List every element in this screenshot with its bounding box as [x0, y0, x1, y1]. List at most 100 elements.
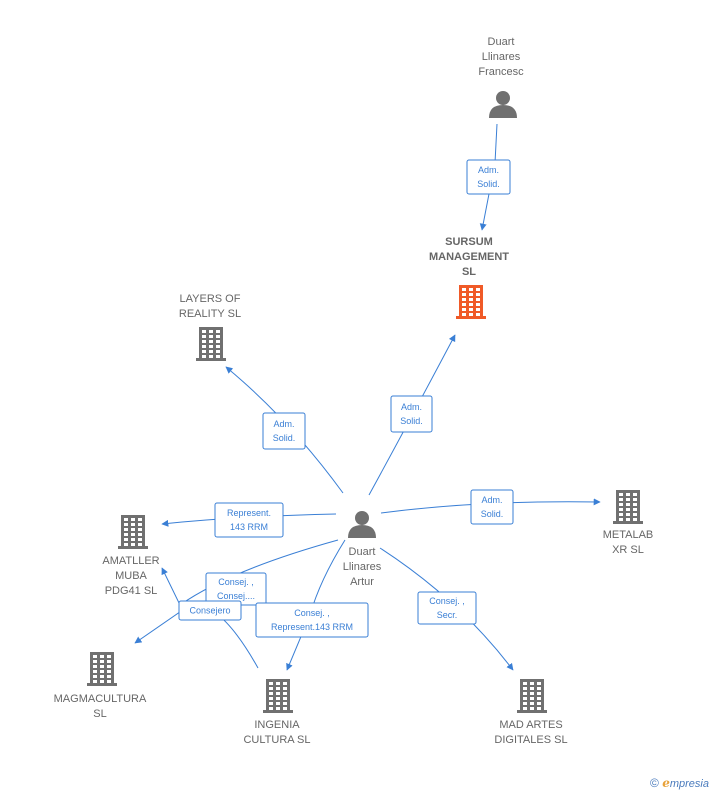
node-label: SL: [93, 708, 106, 720]
building-window: [93, 670, 97, 673]
building-window: [469, 293, 473, 296]
edge-label-text: Consejero: [189, 606, 230, 616]
building-window: [202, 345, 206, 348]
building-window: [276, 697, 280, 700]
building-window: [476, 288, 480, 291]
edge-label-box-e6[interactable]: Consej. ,Consej....: [205, 572, 267, 606]
edge-label-box-e4[interactable]: Adm.Solid.: [470, 489, 514, 525]
building-window: [131, 533, 135, 536]
edge-label-box-e5[interactable]: Represent.143 RRM: [214, 502, 284, 538]
building-window: [209, 340, 213, 343]
building-window: [131, 543, 135, 546]
building-window: [269, 687, 273, 690]
node-label: Llinares: [343, 561, 382, 573]
node-label: Duart: [349, 546, 376, 558]
building-window: [633, 508, 637, 511]
building-window: [462, 303, 466, 306]
building-window: [138, 538, 142, 541]
edge-label-frame: [390, 395, 433, 433]
node-label: DIGITALES SL: [494, 734, 567, 746]
edge-label-text: Solid.: [481, 509, 504, 519]
building-window: [93, 660, 97, 663]
edge-label-box-e1[interactable]: Adm. Solid.: [466, 159, 511, 195]
building-window: [209, 345, 213, 348]
edge-label-text: Solid.: [273, 433, 296, 443]
building-window: [93, 665, 97, 668]
person-body: [348, 525, 376, 538]
building-window: [523, 687, 527, 690]
brand-logo-initial: e: [662, 776, 670, 790]
building-window: [626, 508, 630, 511]
building-window: [283, 687, 287, 690]
building-window: [216, 340, 220, 343]
building-window: [100, 655, 104, 658]
building-window: [530, 682, 534, 685]
building-window: [276, 707, 280, 710]
edge-label-box-e8[interactable]: Consej. ,Represent.143 RRM: [255, 602, 369, 638]
building-window: [124, 533, 128, 536]
edge-label-text: Represent.: [227, 508, 271, 518]
edge-label-box-e2[interactable]: Adm. Solid.: [390, 395, 433, 433]
building-window: [131, 518, 135, 521]
building-window: [283, 702, 287, 705]
building-base: [263, 710, 293, 713]
building-base: [517, 710, 547, 713]
building-window: [626, 513, 630, 516]
building-base: [196, 358, 226, 361]
building-window: [530, 697, 534, 700]
building-window: [100, 675, 104, 678]
building-window: [93, 655, 97, 658]
edge-label-text: Solid.: [400, 416, 423, 426]
node-label: LAYERS OF: [180, 293, 241, 305]
node-label: Artur: [350, 576, 374, 588]
edge-label-box-e7[interactable]: Consejero: [178, 600, 242, 621]
building-window: [276, 687, 280, 690]
building-window: [216, 330, 220, 333]
edge-label-text: Adm.: [273, 419, 294, 429]
building-window: [216, 355, 220, 358]
building-window: [269, 707, 273, 710]
node-label: MANAGEMENT: [429, 251, 509, 263]
building-window: [216, 345, 220, 348]
edge-label-text: Adm.: [478, 165, 499, 175]
building-window: [633, 493, 637, 496]
building-icon: [517, 679, 547, 713]
building-window: [523, 697, 527, 700]
copyright-icon: ©: [650, 776, 659, 790]
building-window: [100, 660, 104, 663]
building-window: [269, 692, 273, 695]
building-window: [537, 687, 541, 690]
building-window: [216, 335, 220, 338]
building-window: [469, 303, 473, 306]
building-window: [523, 692, 527, 695]
node-label: INGENIA: [254, 719, 300, 731]
building-window: [619, 518, 623, 521]
edge-label-box-e3[interactable]: Adm. Solid.: [262, 412, 306, 450]
building-window: [619, 503, 623, 506]
building-window: [469, 308, 473, 311]
building-window: [619, 493, 623, 496]
building-window: [476, 303, 480, 306]
edge-label-frame: [417, 591, 477, 625]
edge-label-text: Solid.: [477, 179, 500, 189]
building-window: [626, 503, 630, 506]
building-window: [530, 702, 534, 705]
person-icon: [489, 91, 517, 118]
building-window: [523, 707, 527, 710]
person-icon: [348, 511, 376, 538]
edge-label-text: Adm.: [401, 402, 422, 412]
building-window: [633, 513, 637, 516]
building-window: [131, 538, 135, 541]
building-window: [283, 692, 287, 695]
building-window: [276, 702, 280, 705]
edge-label-box-e9[interactable]: Consej. ,Secr.: [417, 591, 477, 625]
